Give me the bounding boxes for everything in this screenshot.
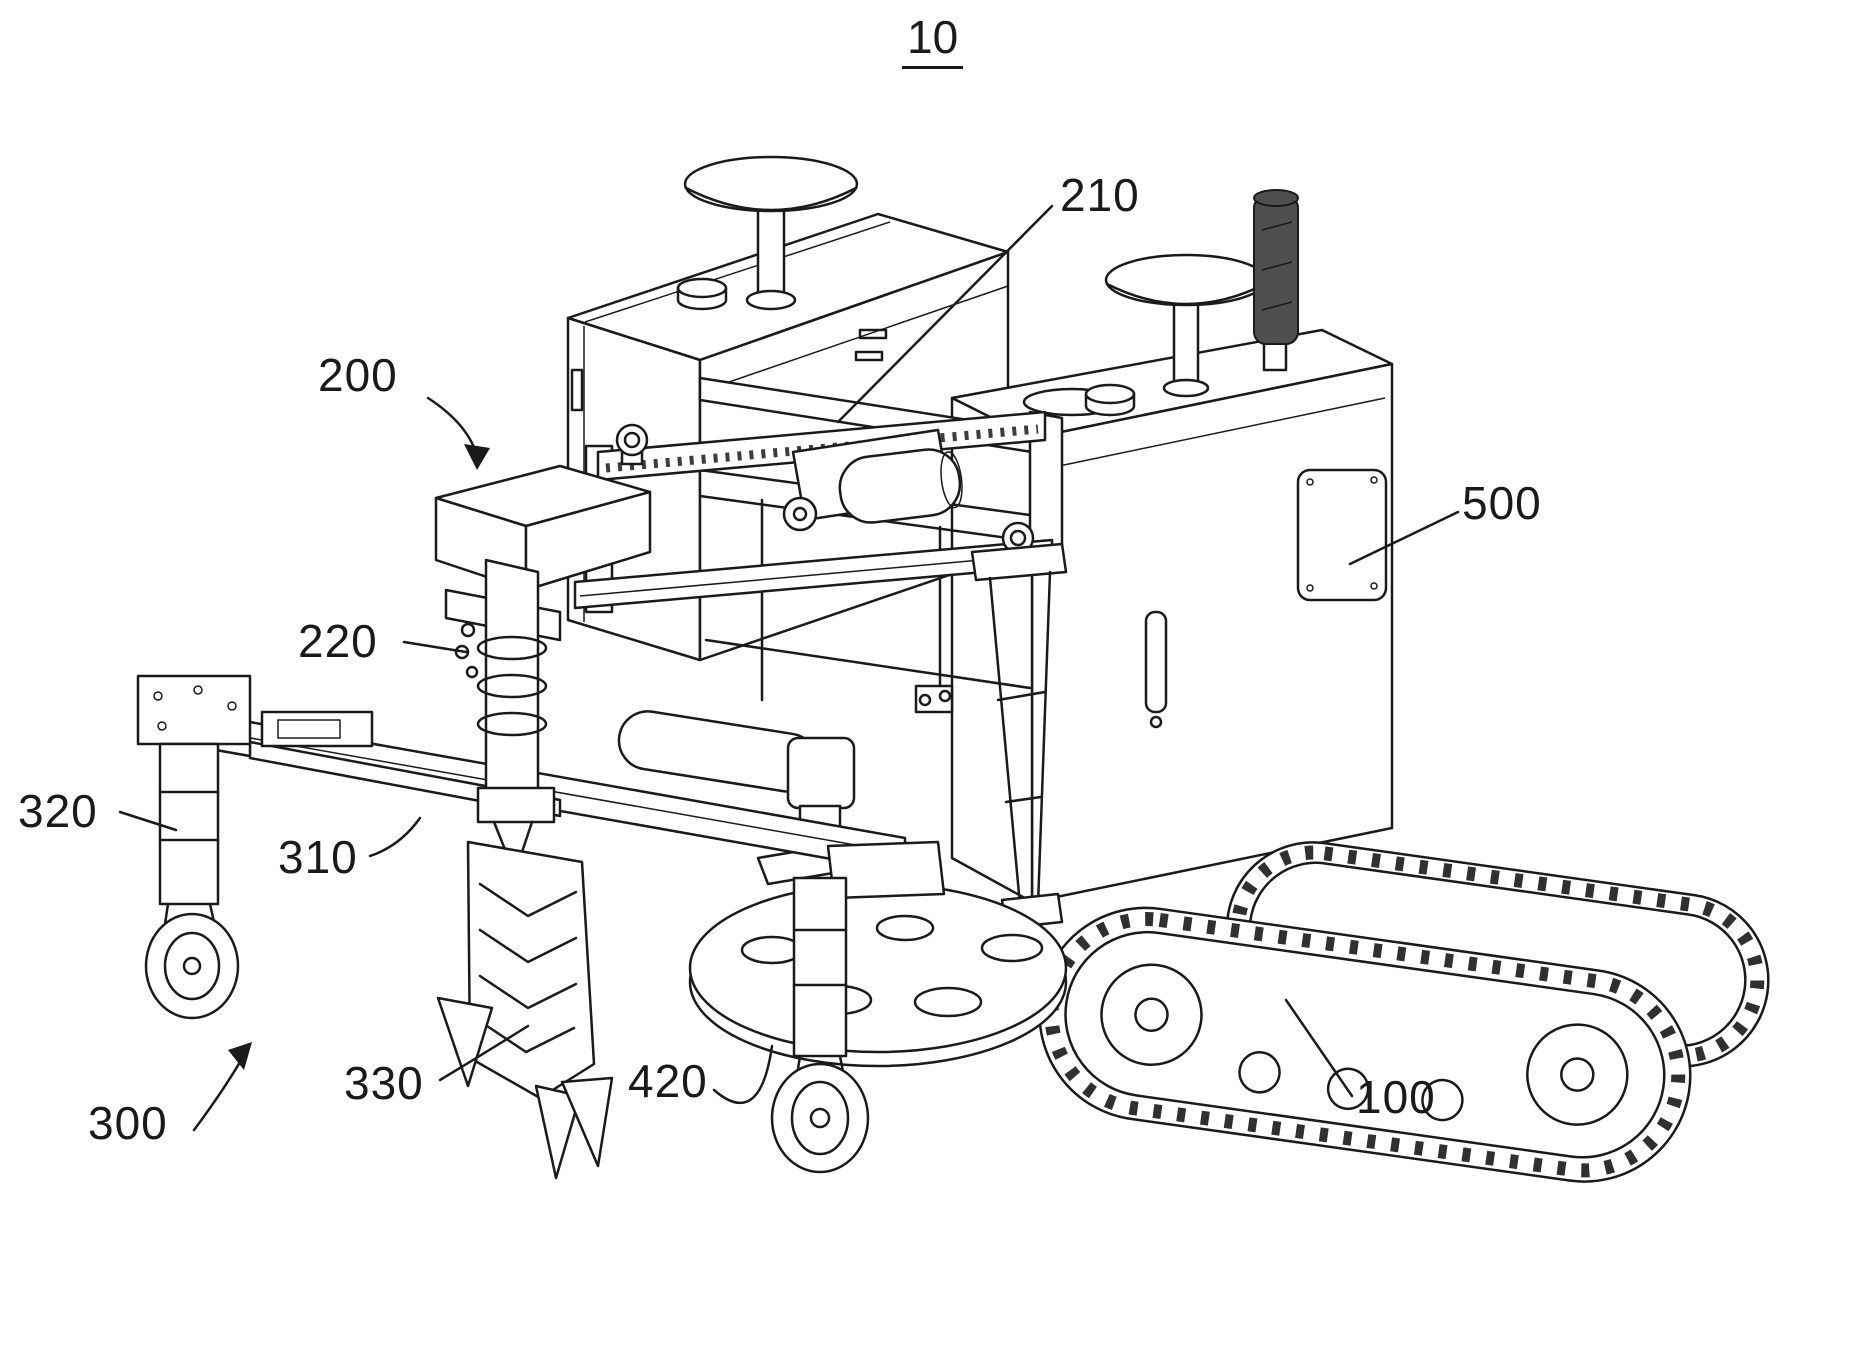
ref-label-200: 200	[318, 349, 398, 401]
ref-label-220: 220	[298, 615, 378, 667]
top-cap-left	[676, 277, 728, 311]
figure-number: 10	[902, 12, 964, 69]
ref-label-330: 330	[344, 1057, 424, 1109]
ref-label-210: 210	[1060, 169, 1140, 221]
gps-antenna-right	[1104, 253, 1268, 398]
seedling-disc-420	[688, 882, 1068, 1068]
ref-label-320: 320	[18, 785, 98, 837]
caster-center	[770, 876, 870, 1174]
ref-label-420: 420	[628, 1055, 708, 1107]
digger-330	[436, 840, 614, 1180]
ref-label-310: 310	[278, 831, 358, 883]
leader-lines	[118, 204, 1460, 1132]
gantry-carriage	[782, 428, 963, 532]
ref-label-300: 300	[88, 1097, 168, 1149]
caster-320	[144, 742, 240, 1020]
lifting-eye-left	[615, 423, 649, 466]
gps-antenna-left	[683, 155, 859, 311]
tool-column-220	[454, 558, 556, 854]
rod-antenna	[1253, 189, 1299, 372]
ref-label-500: 500	[1462, 477, 1542, 529]
top-cap-right	[1084, 383, 1136, 417]
front-track-100	[1038, 906, 1692, 1183]
ref-label-100: 100	[1356, 1071, 1436, 1123]
